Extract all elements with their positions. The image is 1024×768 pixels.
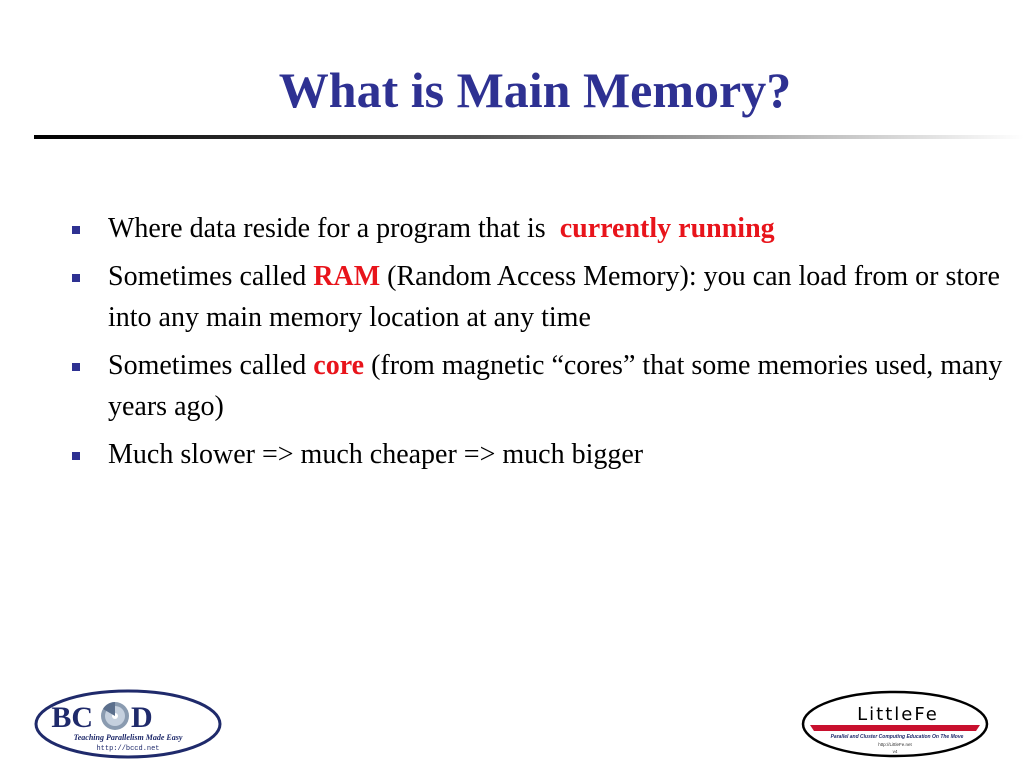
bccd-tagline: Teaching Parallelism Made Easy bbox=[74, 733, 183, 742]
littlefe-version: v4 bbox=[893, 749, 898, 754]
bullet-text-continued: (Random Access Memory): you can load fro… bbox=[108, 261, 1000, 333]
bccd-url: http://bccd.net bbox=[96, 745, 159, 753]
bccd-logo-letters-left: BC bbox=[51, 701, 93, 734]
bccd-logo: BC D Teaching Parallelism Made Easy http… bbox=[34, 689, 222, 759]
bccd-logo-letters-right: D bbox=[131, 701, 153, 734]
highlight-term: RAM bbox=[313, 261, 381, 292]
bccd-logo-ring bbox=[34, 689, 222, 759]
littlefe-logo: LittleFe Parallel and Cluster Computing … bbox=[801, 690, 989, 758]
bullet-text: Much slower => much cheaper => much bigg… bbox=[108, 439, 644, 470]
square-bullet-icon bbox=[72, 452, 80, 460]
littlefe-logo-ring bbox=[801, 690, 989, 758]
highlight-term: core bbox=[313, 350, 365, 381]
slide-title: What is Main Memory? bbox=[278, 62, 792, 118]
title-divider bbox=[34, 135, 1024, 139]
bullet-text: Where data reside for a program that is bbox=[108, 213, 546, 244]
bullet-item: Where data reside for a program that is … bbox=[72, 208, 1012, 249]
bullet-item: Sometimes called RAM (Random Access Memo… bbox=[72, 256, 1012, 338]
disc-icon bbox=[101, 702, 129, 730]
square-bullet-icon bbox=[72, 274, 80, 282]
square-bullet-icon bbox=[72, 226, 80, 234]
bullet-list: Where data reside for a program that is … bbox=[72, 208, 1012, 482]
square-bullet-icon bbox=[72, 363, 80, 371]
bullet-text-continued: (from magnetic “cores” that some memorie… bbox=[108, 350, 1003, 422]
bullet-item: Sometimes called core (from magnetic “co… bbox=[72, 345, 1012, 427]
littlefe-red-band bbox=[810, 725, 980, 731]
bullet-text: Sometimes called bbox=[108, 350, 314, 381]
highlight-term: currently running bbox=[559, 213, 775, 244]
littlefe-name: LittleFe bbox=[857, 704, 939, 725]
littlefe-tagline: Parallel and Cluster Computing Education… bbox=[831, 734, 964, 740]
littlefe-url: http://LittleFe.net bbox=[878, 742, 912, 747]
bullet-text: Sometimes called bbox=[108, 261, 314, 292]
bullet-item: Much slower => much cheaper => much bigg… bbox=[72, 434, 1012, 475]
